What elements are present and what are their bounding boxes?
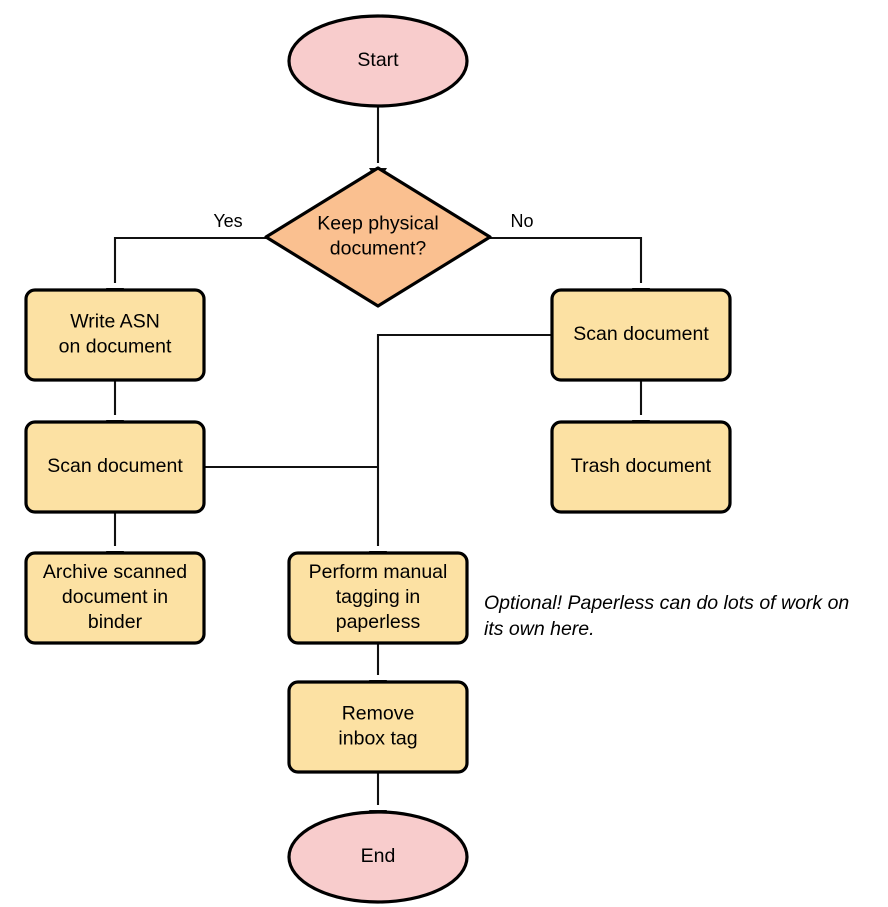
- process-shape[interactable]: [550, 420, 732, 514]
- process-shape[interactable]: [287, 680, 469, 774]
- edge-label-decision-no-to-scan-document-right: No: [510, 211, 533, 231]
- node-label-trash-document: Trash document: [571, 455, 712, 477]
- node-label-keep-physical-document: Keep physical: [317, 213, 438, 235]
- process-shape[interactable]: [287, 551, 469, 645]
- node-label-archive-scanned-document-in-binder: Archive scanned: [43, 561, 187, 583]
- process-shape[interactable]: [24, 420, 206, 514]
- node-perform-manual-tagging-in-paperless[interactable]: Perform manual tagging in paperless: [287, 551, 469, 645]
- node-start[interactable]: Start: [287, 14, 469, 108]
- annotation-optional-note: Optional! Paperless can do lots of work …: [484, 592, 849, 640]
- annotation-line: Optional! Paperless can do lots of work …: [484, 592, 849, 614]
- edge-label-decision-yes-to-write-asn: Yes: [213, 211, 242, 231]
- node-label-start: Start: [357, 49, 399, 71]
- node-label-scan-document-left: Scan document: [47, 455, 183, 477]
- node-label-archive-scanned-document-in-binder: binder: [88, 611, 143, 633]
- annotations-layer: Optional! Paperless can do lots of work …: [484, 592, 849, 640]
- node-label-remove-inbox-tag: Remove: [342, 703, 415, 725]
- node-label-perform-manual-tagging-in-paperless: tagging in: [336, 586, 421, 608]
- node-scan-document-right[interactable]: Scan document: [550, 288, 732, 382]
- node-archive-scanned-document-in-binder[interactable]: Archive scanned document in binder: [24, 551, 206, 645]
- process-shape[interactable]: [24, 288, 206, 382]
- node-trash-document[interactable]: Trash document: [550, 420, 732, 514]
- decision-shape[interactable]: [264, 166, 492, 308]
- node-scan-document-left[interactable]: Scan document: [24, 420, 206, 514]
- terminator-shape[interactable]: [287, 810, 469, 904]
- node-label-write-asn-on-document: on document: [59, 336, 172, 358]
- node-label-perform-manual-tagging-in-paperless: paperless: [336, 611, 421, 633]
- node-label-remove-inbox-tag: inbox tag: [338, 728, 417, 750]
- node-label-end: End: [361, 845, 396, 867]
- node-label-keep-physical-document: document?: [330, 238, 427, 260]
- node-label-perform-manual-tagging-in-paperless: Perform manual: [309, 561, 448, 583]
- process-shape[interactable]: [550, 288, 732, 382]
- node-remove-inbox-tag[interactable]: Remove inbox tag: [287, 680, 469, 774]
- annotation-line: its own here.: [484, 618, 595, 640]
- node-keep-physical-document[interactable]: Keep physical document?: [264, 166, 492, 308]
- process-shape[interactable]: [24, 551, 206, 645]
- terminator-shape[interactable]: [287, 14, 469, 108]
- node-end[interactable]: End: [287, 810, 469, 904]
- node-write-asn-on-document[interactable]: Write ASN on document: [24, 288, 206, 382]
- node-label-archive-scanned-document-in-binder: document in: [62, 586, 168, 608]
- node-label-scan-document-right: Scan document: [573, 323, 709, 345]
- edge-scan-document-right-to-manual-tagging: [369, 333, 552, 566]
- node-label-write-asn-on-document: Write ASN: [70, 311, 160, 333]
